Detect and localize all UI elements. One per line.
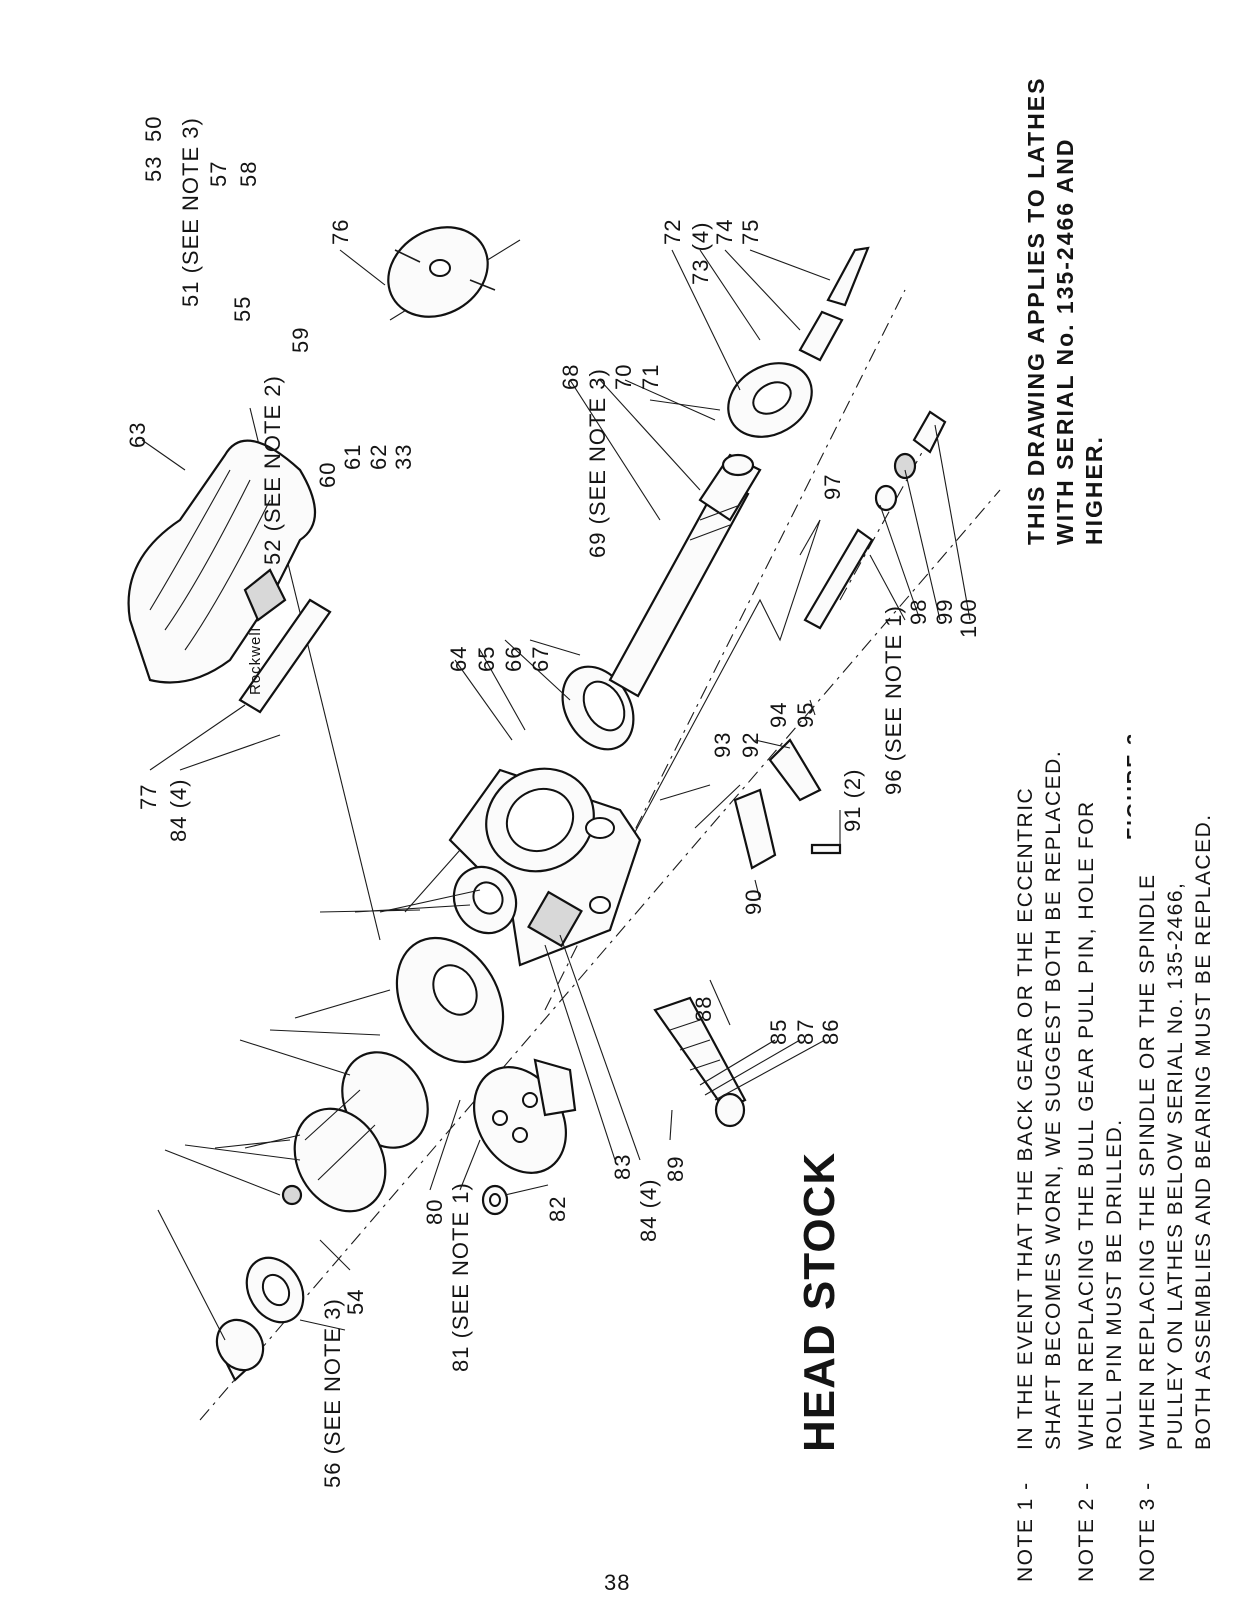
callout-66: 66	[501, 645, 526, 672]
page-title: HEAD STOCK	[795, 1151, 844, 1452]
callout-54: 54	[343, 1288, 368, 1315]
callout-82: 82	[545, 1195, 570, 1222]
serial-applies-line-1: THIS DRAWING APPLIES TO LATHES	[1023, 76, 1049, 546]
note-3-line-1: WHEN REPLACING THE SPINDLE OR THE SPINDL…	[1136, 873, 1159, 1450]
callout-33: 33	[391, 443, 416, 470]
callout-61: 61	[340, 443, 365, 470]
callout-60: 60	[315, 461, 340, 488]
callout-68: 68	[558, 363, 583, 390]
callout-99: 99	[932, 598, 957, 625]
callout-75: 75	[738, 218, 763, 245]
note-3-line-3: BOTH ASSEMBLIES AND BEARING MUST BE REPL…	[1192, 813, 1215, 1450]
note-3-number: NOTE 3 -	[1136, 1481, 1159, 1582]
note-1-line-1: IN THE EVENT THAT THE BACK GEAR OR THE E…	[1014, 786, 1037, 1450]
note-2-line-1: WHEN REPLACING THE BULL GEAR PULL PIN, H…	[1075, 800, 1098, 1450]
leader-lines	[141, 249, 971, 1341]
live-center	[798, 246, 870, 362]
callout-55-label: 55	[230, 295, 255, 322]
brand-plate	[238, 598, 332, 714]
callout-58: 58	[236, 160, 261, 187]
callout-65: 65	[474, 645, 499, 672]
callout-62: 62	[366, 443, 391, 470]
callout-70: 70	[611, 363, 636, 390]
note-2-line-2: ROLL PIN MUST BE DRILLED.	[1103, 1118, 1126, 1450]
note-1: NOTE 1 - IN THE EVENT THAT THE BACK GEAR …	[1012, 750, 1068, 1582]
callout-77: 77	[136, 783, 161, 810]
note-1-number: NOTE 1 -	[1014, 1481, 1037, 1582]
callout-85: 85	[766, 1018, 791, 1045]
spindle-flange	[727, 362, 813, 438]
serial-applies-line-2: WITH SERIAL No. 135-2466 AND	[1052, 137, 1078, 545]
brand-plate-text: Rockwell	[247, 626, 264, 695]
callout-71: 71	[638, 363, 663, 390]
callout-56: 56 (SEE NOTE 3)	[320, 1298, 345, 1488]
note-2-number: NOTE 2 -	[1075, 1481, 1098, 1582]
headstock-casting	[448, 767, 642, 967]
callout-92: 92	[738, 731, 763, 758]
callout-74: 74	[712, 218, 737, 245]
callout-64: 64	[446, 645, 471, 672]
callout-73: 73 (4)	[688, 221, 713, 285]
serial-applies-line-3: HIGHER.	[1081, 435, 1107, 545]
callout-88: 88	[691, 995, 716, 1022]
callout-94: 94	[766, 701, 791, 728]
callout-72: 72	[660, 218, 685, 245]
callout-84-bottom: 84 (4)	[636, 1178, 661, 1242]
callout-90: 90	[741, 888, 766, 915]
note-3: NOTE 3 - WHEN REPLACING THE SPINDLE OR TH…	[1134, 813, 1218, 1582]
page-number: 38	[604, 1570, 631, 1595]
callout-100: 100	[956, 598, 981, 638]
callout-51: 51 (SEE NOTE 3)	[178, 117, 203, 307]
callout-50: 50	[141, 115, 166, 142]
callout-98: 98	[906, 598, 931, 625]
callout-86: 86	[818, 1018, 843, 1045]
callout-95: 95	[793, 701, 818, 728]
back-gear-lock-parts	[733, 738, 842, 870]
pulley-bearing	[245, 1256, 305, 1324]
eccentric-shaft	[803, 410, 947, 630]
serial-applies-note: THIS DRAWING APPLIES TO LATHES WITH SERI…	[1022, 77, 1109, 546]
callout-67: 67	[528, 645, 553, 672]
callout-69: 69 (SEE NOTE 3)	[585, 368, 610, 558]
back-gear	[472, 1058, 577, 1174]
spindle-pulley	[293, 1051, 429, 1213]
callout-76: 76	[328, 218, 353, 245]
callout-97: 97	[820, 473, 845, 500]
callout-91: 91 (2)	[840, 768, 865, 832]
small-ball	[281, 1184, 303, 1206]
motor-cover	[127, 439, 317, 684]
callout-87: 87	[793, 1018, 818, 1045]
washer-82	[481, 1184, 509, 1216]
callout-52: 52 (SEE NOTE 2)	[260, 375, 285, 565]
callout-84-top: 84 (4)	[166, 778, 191, 842]
callout-57: 57	[206, 160, 231, 187]
callout-59: 59	[288, 326, 313, 353]
callout-89: 89	[663, 1155, 688, 1182]
note-2: NOTE 2 - WHEN REPLACING THE BULL GEAR PUL…	[1073, 800, 1129, 1582]
bull-gear	[395, 936, 505, 1064]
callout-63: 63	[125, 421, 150, 448]
callout-53: 53	[141, 155, 166, 182]
eccentric-disc	[387, 226, 496, 318]
bearing-cap	[215, 1318, 265, 1382]
bearing-66	[561, 665, 635, 751]
callout-93: 93	[710, 731, 735, 758]
callout-83: 83	[610, 1153, 635, 1180]
spindle-nut-60-62	[452, 865, 518, 935]
callout-80: 80	[422, 1198, 447, 1225]
worm-shaft	[653, 996, 747, 1128]
callout-96: 96 (SEE NOTE 1)	[881, 605, 906, 795]
note-3-line-2: PULLEY ON LATHES BELOW SERIAL No. 135-24…	[1164, 881, 1187, 1450]
spindle	[608, 453, 762, 698]
note-1-line-2: SHAFT BECOMES WORN, WE SUGGEST BOTH BE R…	[1042, 749, 1065, 1450]
callout-81: 81 (SEE NOTE 1)	[448, 1182, 473, 1372]
